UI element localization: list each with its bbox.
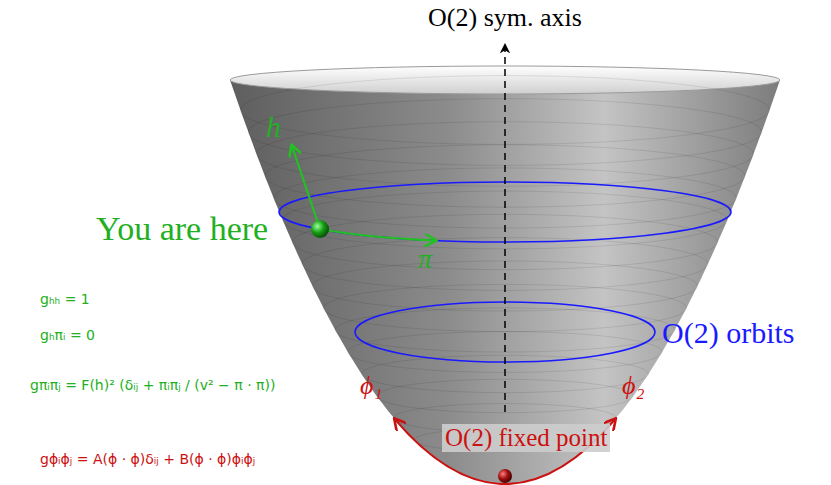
- h-arrow: [292, 146, 320, 229]
- pi-label: π: [418, 244, 432, 275]
- paraboloid-surface: [230, 80, 780, 484]
- phi2-label: ϕ₂: [622, 372, 645, 401]
- metric-formula: gₕπᵢ = 0: [40, 328, 95, 343]
- axis-label: O(2) sym. axis: [428, 4, 582, 33]
- orbits-label: O(2) orbits: [662, 316, 794, 349]
- h-label: h: [266, 110, 281, 143]
- symmetry-axis: [504, 44, 506, 412]
- fixed-point-ball: [498, 469, 512, 483]
- metric-formula: gₕₕ = 1: [40, 292, 90, 307]
- position-label: You are here: [96, 210, 268, 247]
- fixed-point-label: O(2) fixed point: [442, 424, 610, 452]
- position-ball: [311, 220, 329, 238]
- pi-arrow: [320, 229, 435, 241]
- metric-formula: gπᵢπⱼ = F(h)² (δᵢⱼ + πᵢπⱼ / (v² − π · π)…: [30, 378, 275, 393]
- phi1-label: ϕ₁: [360, 372, 383, 401]
- metric-formula: gϕᵢϕⱼ = A(ϕ · ϕ)δᵢⱼ + B(ϕ · ϕ)ϕᵢϕⱼ: [40, 452, 255, 467]
